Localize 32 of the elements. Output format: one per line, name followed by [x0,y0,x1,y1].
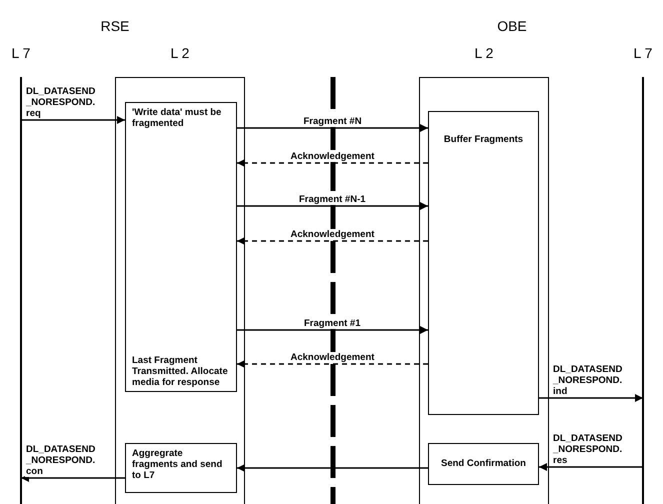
edge-label: Fragment #1 [303,318,362,329]
dashed-arrow [237,360,428,368]
dashed-arrow [237,159,428,167]
layer-label: L 2 [474,45,494,61]
arrow [237,464,428,472]
box-text: Aggregrate fragments and send to L7 [132,448,224,481]
box-text: 'Write data' must be fragmented [132,107,222,129]
layer-label: L 2 [170,45,190,61]
process-box [428,443,539,485]
entity-heading: OBE [496,18,528,34]
process-box [125,443,237,493]
arrow [539,463,643,471]
process-box [428,111,539,415]
dashed-arrow [237,237,428,245]
arrow [21,116,125,124]
box-text: Buffer Fragments [442,134,524,145]
edge-label: Acknowledgement [290,151,376,162]
arrow [539,394,643,402]
arrow [237,326,428,334]
edge-label: Fragment #N-1 [298,194,367,205]
arrow [237,124,428,132]
arrow [21,474,125,482]
edge-label: Acknowledgement [290,229,376,240]
edge-label: Acknowledgement [290,352,376,363]
edge-label: Fragment #N [302,116,363,127]
process-box [125,102,237,392]
entity-heading: RSE [100,18,130,34]
box-text: Last Fragment Transmitted. Allocate media for response [132,355,229,388]
arrow [237,202,428,210]
lifeline-label: L 7 [632,45,654,61]
box-text: Send Confirmation [440,458,527,469]
lifeline-label: L 7 [10,45,32,61]
